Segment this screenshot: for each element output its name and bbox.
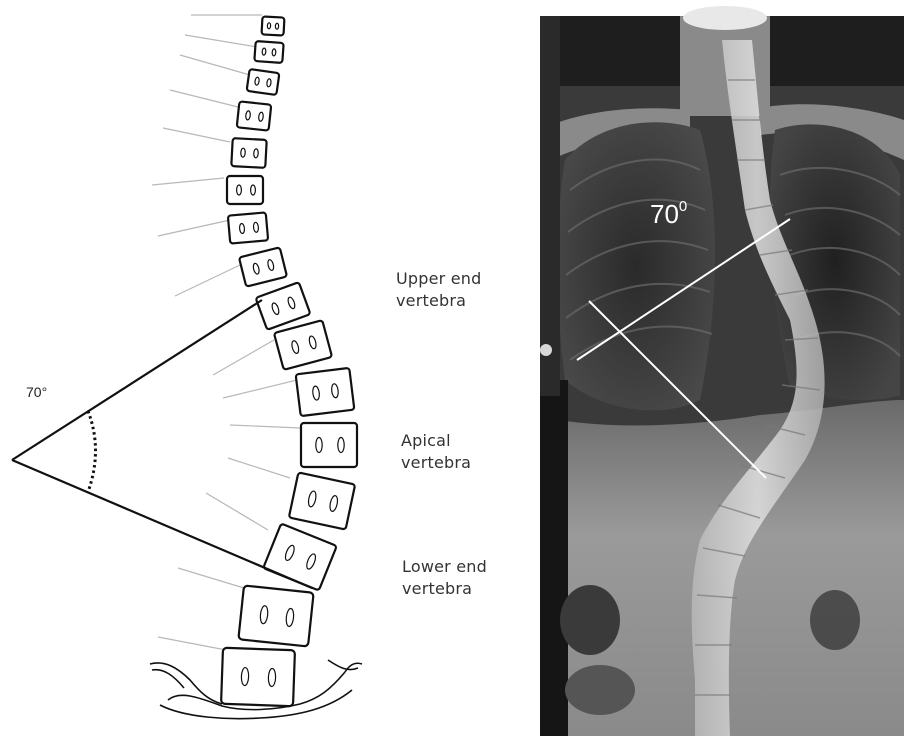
cobb-angle-label: 70° [26, 384, 47, 400]
vertebra-15 [238, 585, 313, 646]
vertebra-lower-end [263, 524, 337, 591]
vertebrae [221, 16, 357, 706]
xray-cobb-angle-label: 700 [650, 198, 687, 230]
vertebra-5 [231, 138, 266, 168]
xray-image [540, 6, 904, 736]
vertebra-13 [289, 472, 355, 529]
vertebra-7 [228, 212, 268, 243]
lower-end-vertebra-label: Lower end vertebra [402, 556, 512, 600]
vertebra-10 [274, 320, 332, 370]
upper-end-vertebra-label: Upper end vertebra [396, 268, 506, 312]
vertebra-upper-end [256, 282, 311, 330]
vertebra-apical [301, 423, 357, 467]
upper-endplate-line [12, 300, 262, 460]
vertebra-2 [254, 41, 283, 63]
xray-angle-superscript: 0 [679, 198, 687, 215]
lower-endplate-line [12, 460, 312, 588]
vertebra-4 [237, 101, 272, 130]
vertebra-16 [221, 648, 295, 706]
angle-arc [88, 411, 96, 492]
vertebra-6 [227, 176, 263, 204]
vertebra-8 [239, 247, 287, 286]
apical-vertebra-label: Apical vertebra [401, 430, 481, 474]
xray-angle-value: 70 [650, 199, 679, 229]
cobb-angle-diagram [12, 15, 362, 719]
vertebra-11 [296, 368, 355, 416]
cobb-angle-lines [12, 300, 312, 588]
vertebra-1 [262, 16, 285, 35]
vertebra-3 [247, 69, 280, 95]
